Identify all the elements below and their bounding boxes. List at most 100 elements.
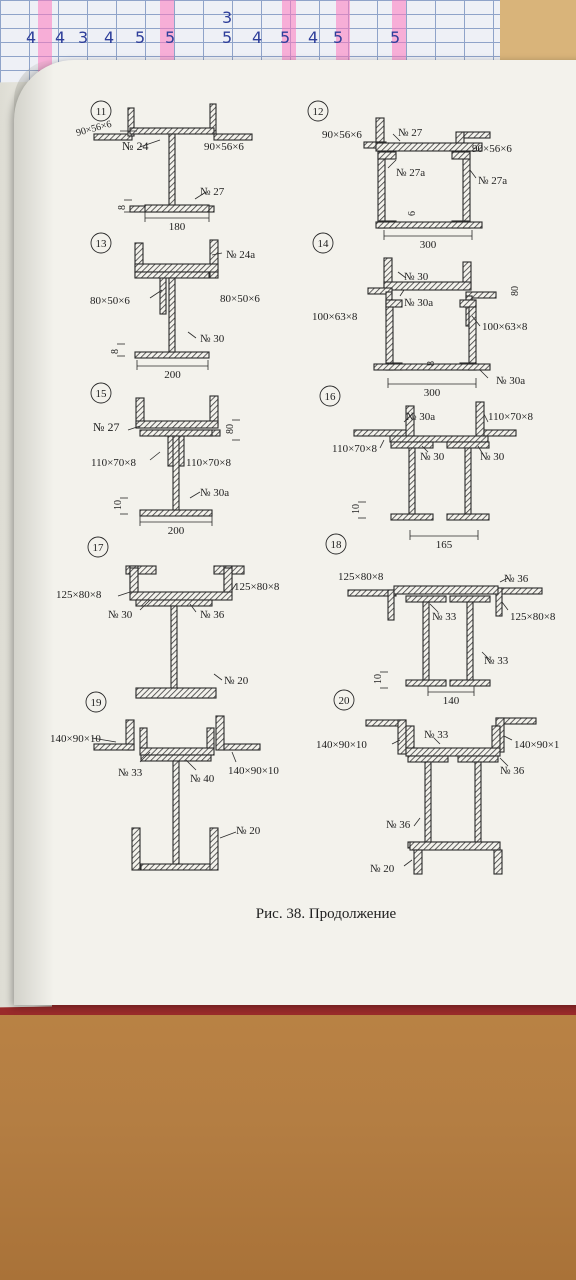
section-label: 125×80×8: [234, 581, 280, 593]
section-label: № 30: [420, 451, 445, 463]
section-label: 90×56×6: [204, 141, 244, 153]
dimension-label: 300: [424, 387, 441, 399]
i-beam-flange: [139, 429, 213, 437]
section-label: 80×50×6: [220, 293, 260, 305]
dimension-label: 10: [373, 674, 384, 684]
leader-line: [392, 133, 401, 142]
section-shapes: [93, 103, 543, 875]
figure-number-circle: [325, 533, 347, 555]
figure-number: 13: [96, 238, 108, 250]
section-label: № 30а: [404, 297, 433, 309]
channel-web: [385, 299, 394, 371]
i-beam-flange: [140, 863, 212, 871]
figure-number-circle: [85, 691, 107, 713]
dimension-label: 180: [169, 221, 186, 233]
section-label: № 30: [200, 333, 225, 345]
section-label: № 27а: [478, 175, 507, 187]
channel-web: [134, 263, 219, 273]
leader-line: [379, 439, 385, 449]
angle-leg: [215, 715, 225, 751]
figure-number-circle: [87, 536, 109, 558]
i-beam-web: [168, 277, 176, 353]
figure-number-circle: [90, 100, 112, 122]
section-label: № 36: [504, 573, 529, 585]
leader-line: [483, 413, 489, 423]
leader-line: [503, 735, 513, 741]
channel-flange: [459, 299, 477, 308]
section-label: № 20: [370, 863, 395, 875]
section-label: № 30: [404, 271, 429, 283]
leader-line: [433, 737, 441, 745]
i-beam-flange: [446, 441, 490, 449]
leader-line: [387, 159, 397, 169]
leader-line: [231, 751, 237, 763]
notebook-digit: 4: [55, 28, 66, 47]
i-beam-flange: [390, 441, 434, 449]
channel-web: [377, 151, 386, 229]
notebook-digit: 4: [104, 28, 115, 47]
notebook-digit: 3: [78, 28, 89, 47]
channel-web: [468, 299, 477, 371]
figure-number: 19: [91, 697, 103, 709]
i-beam-flange: [209, 827, 219, 871]
notebook-digit: 5: [280, 28, 291, 47]
section-label: № 27а: [396, 167, 425, 179]
channel-flange: [491, 725, 501, 749]
leader-line: [399, 289, 405, 297]
section-label: № 36: [200, 609, 225, 621]
i-beam-flange: [135, 687, 217, 699]
i-beam-flange: [129, 127, 215, 135]
leader-line: [185, 759, 197, 771]
section-label: № 33: [432, 611, 457, 623]
i-beam-flange: [140, 754, 212, 762]
section-label: 125×80×8: [56, 589, 102, 601]
leader-line: [403, 413, 413, 423]
notebook-digit: 5: [165, 28, 176, 47]
notebook-digit: 3: [222, 8, 233, 27]
section-label: 125×80×8: [510, 611, 556, 623]
channel-flange: [209, 239, 219, 279]
plate: [375, 221, 483, 229]
leader-line: [189, 603, 197, 613]
leader-line: [194, 191, 207, 200]
figure-number: 20: [339, 695, 351, 707]
page-gutter-shadow: [14, 60, 54, 1005]
section-label: 110×70×8: [488, 411, 533, 423]
angle-leg: [465, 291, 497, 299]
leader-line: [149, 289, 163, 299]
section-label: 90×56×6: [322, 129, 362, 141]
i-beam-flange: [134, 351, 210, 359]
i-beam-flange: [413, 849, 423, 875]
leader-line: [421, 445, 429, 453]
figure-number-circle: [333, 689, 355, 711]
channel-flange: [206, 727, 215, 749]
section-label: 140×90×10: [50, 733, 101, 745]
channel-web: [139, 747, 215, 756]
i-beam-flange: [131, 827, 141, 871]
angle-leg: [495, 587, 543, 595]
notebook-digit: 5: [390, 28, 401, 47]
leader-line: [139, 139, 161, 148]
angle-leg: [93, 743, 135, 751]
leader-line: [477, 445, 485, 457]
section-label: 8: [426, 361, 437, 366]
notebook-digit: 4: [252, 28, 263, 47]
i-beam-web: [464, 447, 472, 515]
channel-flange: [139, 727, 148, 749]
channel-flange: [129, 567, 139, 593]
section-label: 140×90×10: [228, 765, 279, 777]
section-label: № 40: [190, 773, 215, 785]
section-label: 100×63×8: [482, 321, 528, 333]
figure-number: 18: [331, 539, 343, 551]
angle-leg: [475, 401, 485, 437]
i-beam-web: [170, 605, 178, 693]
i-beam-web: [474, 761, 482, 843]
leader-line: [397, 271, 407, 279]
section-label: № 20: [236, 825, 261, 837]
leader-lines: [85, 100, 513, 867]
leader-line: [499, 757, 509, 767]
figure-number-circle: [319, 385, 341, 407]
section-label: 80: [510, 286, 521, 296]
section-label: № 20: [224, 675, 249, 687]
leader-line: [91, 737, 117, 743]
